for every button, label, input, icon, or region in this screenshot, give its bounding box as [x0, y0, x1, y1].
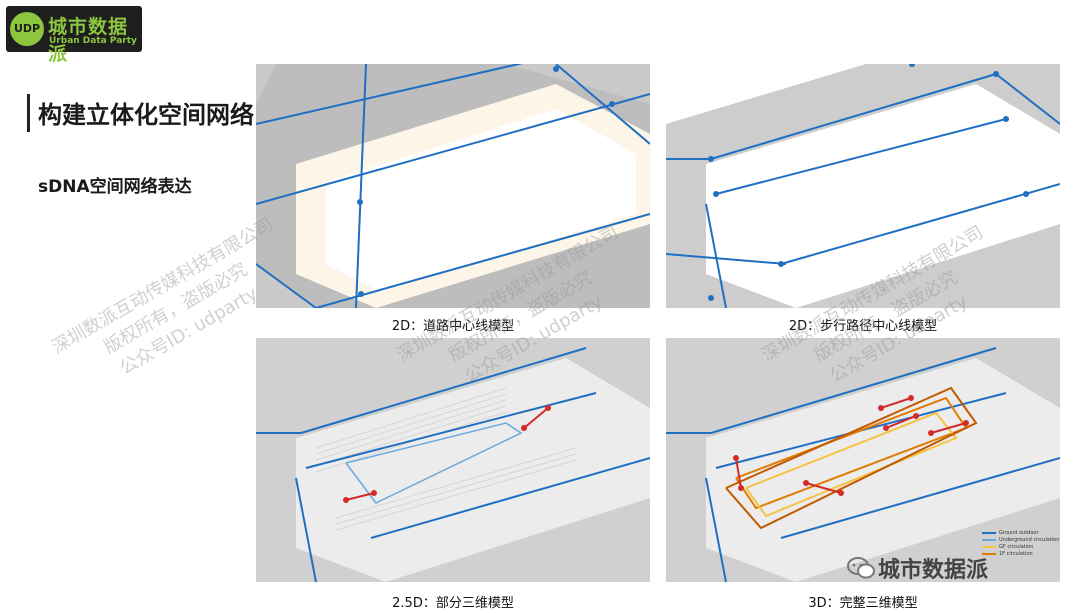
caption-panel-1: 2D：道路中心线模型 — [391, 319, 515, 334]
legend-item: Underground circulation — [982, 537, 1059, 544]
logo-text: 城市数据派 — [48, 16, 129, 65]
logo: UDP 城市数据派 Urban Data Party — [6, 6, 142, 65]
brand-watermark: 城市数据派 — [878, 558, 989, 583]
caption-panel-4: 3D：完整三维模型 — [808, 596, 918, 611]
caption-panel-2: 2D：步行路径中心线模型 — [788, 319, 938, 334]
full-3d-diagram — [666, 338, 1060, 582]
legend: Ground outdoor Underground circulation G… — [982, 530, 1059, 558]
wechat-icon — [847, 557, 875, 579]
panel-2-5d-model — [256, 338, 650, 582]
caption-panel-3: 2.5D：部分三维模型 — [392, 596, 514, 611]
panel-pedestrian-centerline — [666, 64, 1060, 308]
legend-item: Ground outdoor — [982, 530, 1059, 537]
legend-item: GF circulation — [982, 544, 1059, 551]
section-subtitle: sDNA空间网络表达 — [38, 177, 192, 197]
pedestrian-centerline-diagram — [666, 64, 1060, 308]
partial-3d-diagram — [256, 338, 650, 582]
logo-badge: UDP — [10, 12, 44, 46]
legend-item: 1F circulation — [982, 551, 1059, 558]
road-centerline-diagram — [256, 64, 650, 308]
title-accent-bar — [27, 94, 30, 132]
panel-3d-model — [666, 338, 1060, 582]
logo-subtext: Urban Data Party — [49, 36, 137, 46]
panel-road-centerline — [256, 64, 650, 308]
